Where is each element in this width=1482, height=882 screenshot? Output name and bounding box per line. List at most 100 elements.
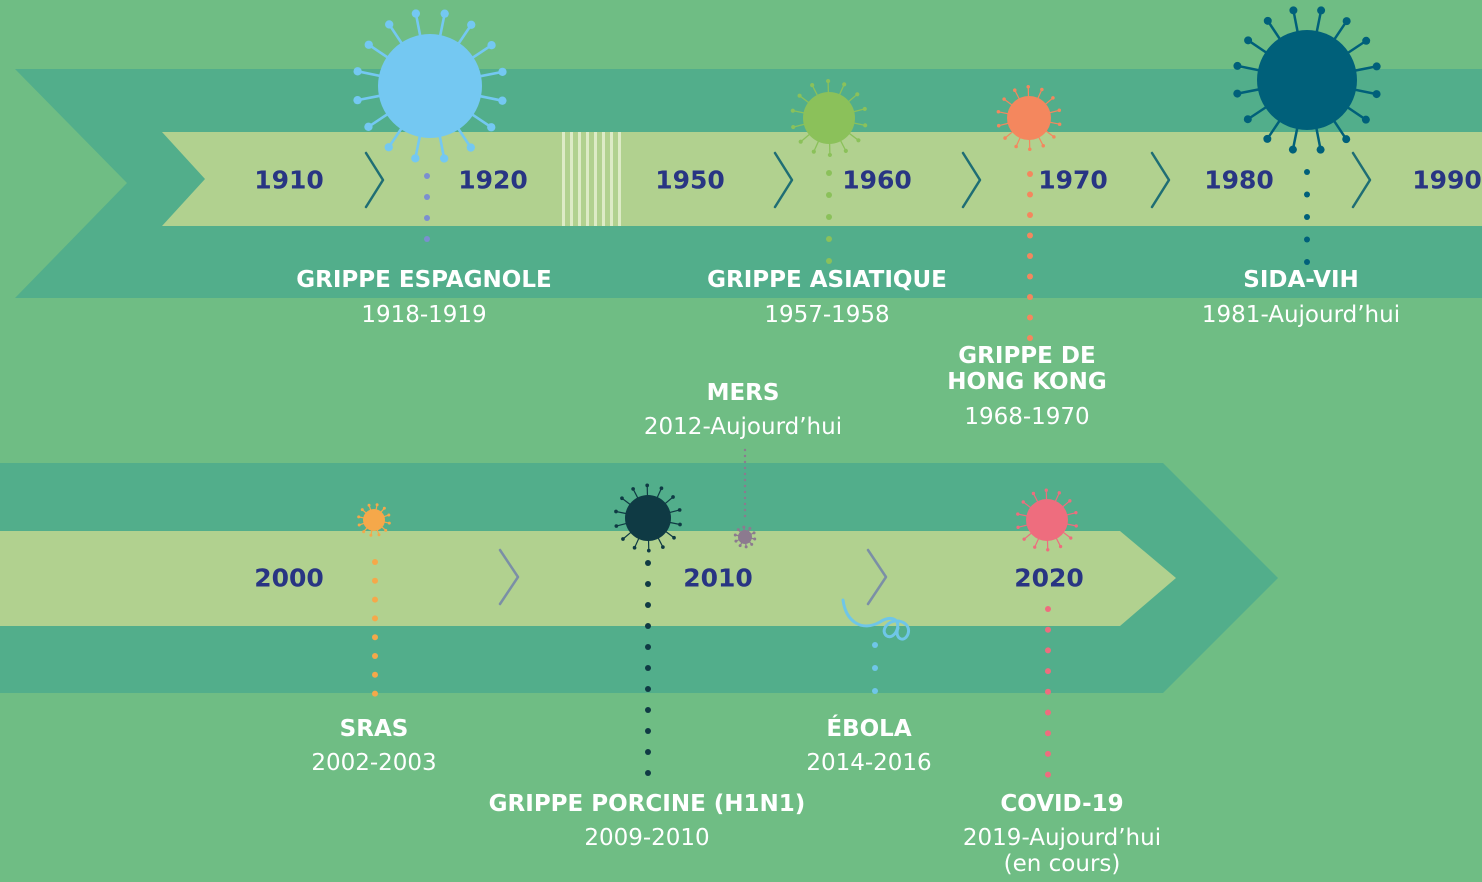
- spanish-flu-connector-dot: [424, 194, 430, 200]
- sars-connector-dot: [372, 690, 378, 697]
- asian-flu-connector-dot: [826, 214, 832, 220]
- hiv-connector-dot: [1304, 169, 1310, 175]
- chevron-icon: [498, 548, 520, 606]
- mers-connector-dot: [743, 478, 747, 482]
- event-hong-kong-flu-name-line1: GRIPPE DE: [958, 343, 1096, 369]
- asian-flu-connector-dot: [826, 170, 832, 176]
- event-h1n1-dates: 2009-2010: [584, 825, 710, 851]
- h1n1-connector-dot: [645, 623, 651, 629]
- mers-connector-dot: [743, 472, 747, 476]
- hong-kong-flu-connector-dot: [1027, 191, 1033, 198]
- ebola-virus-icon: [841, 598, 911, 641]
- asian-flu-virus-icon: [790, 79, 868, 157]
- h1n1-connector-dot: [645, 707, 651, 713]
- h1n1-connector-dot: [645, 728, 651, 734]
- mers-connector-dot: [743, 514, 747, 518]
- hong-kong-flu-connector-dot: [1027, 253, 1033, 259]
- event-asian-flu-dates: 1957-1958: [764, 302, 890, 328]
- covid-connector-dot: [1045, 606, 1051, 612]
- hiv-virus-icon: [1233, 6, 1381, 154]
- hiv-connector-dot: [1304, 191, 1310, 198]
- covid-connector-dot: [1045, 647, 1051, 654]
- event-sars-dates: 2002-2003: [311, 750, 437, 776]
- event-ebola-name: ÉBOLA: [826, 716, 912, 742]
- event-mers-name: MERS: [706, 380, 780, 406]
- hong-kong-flu-connector-dot: [1027, 232, 1033, 239]
- year-label-1980: 1980: [1204, 165, 1274, 195]
- year-label-1950: 1950: [655, 165, 725, 195]
- sars-connector-dot: [372, 559, 378, 565]
- sars-connector-dot: [372, 671, 378, 678]
- h1n1-connector-dot: [645, 581, 651, 587]
- hiv-connector-dot: [1304, 236, 1310, 243]
- asian-flu-connector-dot: [826, 258, 832, 264]
- chevron-icon: [866, 548, 888, 606]
- mers-connector-dot: [743, 496, 747, 500]
- event-sars-name: SRAS: [339, 716, 409, 742]
- event-mers-dates: 2012-Aujourd’hui: [643, 414, 843, 440]
- h1n1-connector-dot: [645, 665, 651, 671]
- sars-connector-dot: [372, 577, 378, 584]
- sars-connector-dot: [372, 634, 378, 641]
- ebola-connector-dot: [872, 642, 878, 648]
- sars-connector-dot: [372, 653, 378, 659]
- event-hong-kong-flu-name-line2: HONG KONG: [947, 369, 1107, 395]
- mers-connector-dot: [743, 448, 747, 452]
- h1n1-connector-dot: [645, 770, 651, 776]
- sars-connector-dot: [372, 615, 378, 622]
- mers-connector-dot: [743, 454, 747, 458]
- event-hong-kong-flu-dates: 1968-1970: [964, 404, 1090, 430]
- h1n1-virus-icon: [614, 483, 682, 553]
- chevron-icon: [1150, 151, 1171, 209]
- h1n1-connector-dot: [645, 602, 651, 608]
- hiv-connector-dot: [1304, 259, 1310, 265]
- year-label-2010: 2010: [683, 563, 753, 593]
- chevron-icon: [1351, 151, 1372, 209]
- event-h1n1-name: GRIPPE PORCINE (H1N1): [488, 791, 806, 817]
- year-label-2020: 2020: [1014, 563, 1084, 593]
- year-label-1920: 1920: [458, 165, 528, 195]
- top-inner-band: [162, 132, 1482, 226]
- ebola-connector-dot: [872, 665, 878, 671]
- asian-flu-connector-dot: [826, 192, 832, 198]
- covid-virus-icon: [1016, 488, 1078, 552]
- chevron-icon: [773, 151, 794, 209]
- event-ebola-dates: 2014-2016: [806, 750, 932, 776]
- mers-connector-dot: [743, 508, 747, 512]
- year-label-1990: 1990: [1412, 165, 1482, 195]
- h1n1-connector-dot: [645, 644, 651, 650]
- mers-virus-icon: [733, 525, 757, 549]
- mers-connector-dot: [743, 466, 747, 470]
- covid-connector-dot: [1045, 750, 1051, 757]
- hong-kong-flu-virus-icon: [996, 85, 1062, 151]
- spanish-flu-connector-dot: [424, 215, 430, 221]
- event-covid-name: COVID-19: [1000, 791, 1124, 817]
- timeline-break-marks: [562, 132, 621, 226]
- year-label-1960: 1960: [842, 165, 912, 195]
- h1n1-connector-dot: [645, 560, 651, 566]
- mers-connector-dot: [743, 502, 747, 506]
- sars-virus-icon: [357, 503, 391, 537]
- bottom-inner-band: [0, 531, 1176, 626]
- event-hiv-name: SIDA-VIH: [1243, 267, 1359, 293]
- hong-kong-flu-connector-dot: [1027, 294, 1033, 300]
- mers-connector-dot: [743, 460, 747, 464]
- covid-connector-dot: [1045, 668, 1051, 675]
- spanish-flu-connector-dot: [424, 236, 430, 242]
- year-label-1910: 1910: [254, 165, 324, 195]
- hong-kong-flu-connector-dot: [1027, 171, 1033, 177]
- mers-connector-dot: [743, 490, 747, 494]
- event-asian-flu-name: GRIPPE ASIATIQUE: [707, 267, 947, 293]
- ebola-connector-dot: [872, 688, 878, 694]
- hiv-connector-dot: [1304, 214, 1310, 220]
- covid-connector-dot: [1045, 730, 1051, 737]
- spanish-flu-connector-dot: [424, 173, 430, 179]
- asian-flu-connector-dot: [826, 236, 832, 242]
- sars-connector-dot: [372, 596, 378, 603]
- event-covid-dates-line2: (en cours): [1003, 851, 1121, 877]
- covid-connector-dot: [1045, 709, 1051, 716]
- mers-connector-dot: [743, 484, 747, 488]
- hong-kong-flu-connector-dot: [1027, 212, 1033, 218]
- virus-icons: [353, 6, 1381, 553]
